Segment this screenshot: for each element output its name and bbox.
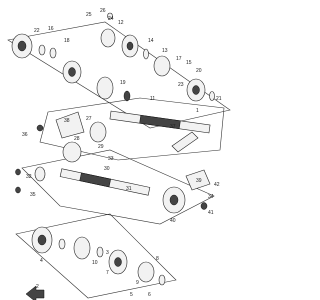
sprocket-retainer bbox=[185, 169, 211, 191]
gear-hub bbox=[68, 67, 76, 77]
gear-hub bbox=[114, 257, 122, 267]
gear-hub bbox=[37, 234, 47, 246]
callout-9: 9 bbox=[136, 280, 139, 286]
counter-shaft-assembly bbox=[15, 166, 211, 214]
callout-4: 4 bbox=[40, 258, 43, 264]
bottom-gear-cluster-frame bbox=[15, 213, 177, 299]
bearing bbox=[89, 121, 107, 143]
callout-5: 5 bbox=[130, 292, 133, 298]
nut bbox=[200, 202, 208, 210]
callout-36: 36 bbox=[22, 132, 28, 138]
callout-25: 25 bbox=[86, 12, 92, 18]
washer bbox=[158, 274, 166, 286]
callout-21: 21 bbox=[216, 96, 222, 102]
callout-18: 18 bbox=[64, 38, 70, 44]
gear bbox=[73, 236, 91, 260]
callout-8: 8 bbox=[156, 256, 159, 262]
callout-22: 22 bbox=[34, 28, 40, 34]
callout-35: 35 bbox=[30, 192, 36, 198]
callout-15: 15 bbox=[186, 60, 192, 66]
main-shaft-assembly bbox=[36, 110, 211, 163]
callout-31: 31 bbox=[126, 186, 132, 192]
callout-42: 42 bbox=[214, 182, 220, 188]
callout-1: 1 bbox=[196, 108, 199, 114]
callout-20: 20 bbox=[196, 68, 202, 74]
bolt bbox=[15, 168, 21, 176]
bolt bbox=[15, 186, 21, 194]
gear-hub bbox=[192, 85, 200, 95]
callout-24: 24 bbox=[108, 16, 114, 22]
callout-19: 19 bbox=[120, 80, 126, 86]
bolt bbox=[36, 124, 44, 132]
callout-34: 34 bbox=[208, 194, 214, 200]
gear-hub bbox=[126, 41, 134, 51]
shaft-spline bbox=[139, 114, 181, 130]
sprocket-hub bbox=[169, 194, 179, 206]
callout-23: 23 bbox=[178, 82, 184, 88]
callout-7: 7 bbox=[106, 270, 109, 276]
washer bbox=[58, 238, 66, 250]
callout-16: 16 bbox=[48, 26, 54, 32]
circlip bbox=[49, 47, 57, 59]
front-arrow-icon bbox=[25, 285, 45, 300]
callout-14: 14 bbox=[148, 38, 154, 44]
callout-37: 37 bbox=[170, 124, 176, 130]
callout-40: 40 bbox=[170, 218, 176, 224]
gear bbox=[137, 261, 155, 283]
gear bbox=[100, 28, 116, 48]
callout-41: 41 bbox=[208, 210, 214, 216]
callout-3: 3 bbox=[106, 250, 109, 256]
callout-6: 6 bbox=[148, 292, 151, 298]
shaft-spline bbox=[79, 172, 112, 188]
washer bbox=[143, 48, 149, 60]
bottom-gear-cluster bbox=[31, 226, 166, 286]
main-shaft-frame bbox=[39, 97, 225, 161]
callout-33: 33 bbox=[108, 156, 114, 162]
gear bbox=[96, 76, 114, 100]
oil-seal-plate bbox=[55, 111, 85, 139]
gear-hub bbox=[17, 40, 27, 52]
callout-29: 29 bbox=[98, 144, 104, 150]
callout-12: 12 bbox=[118, 20, 124, 26]
callout-27: 27 bbox=[86, 116, 92, 122]
callout-10: 10 bbox=[92, 260, 98, 266]
callout-11: 11 bbox=[150, 96, 155, 102]
washer bbox=[209, 91, 215, 101]
shift-lever bbox=[171, 131, 199, 153]
circlip bbox=[96, 246, 104, 258]
bushing bbox=[123, 90, 131, 102]
bearing bbox=[34, 166, 46, 182]
callout-28: 28 bbox=[74, 136, 80, 142]
bearing bbox=[62, 141, 82, 163]
callout-2: 2 bbox=[36, 284, 39, 290]
callout-30: 30 bbox=[104, 166, 110, 172]
pin bbox=[107, 12, 113, 20]
top-gear-cluster bbox=[11, 12, 215, 102]
counter-shaft-frame bbox=[21, 149, 215, 225]
callout-38: 38 bbox=[64, 118, 70, 124]
callout-26: 26 bbox=[100, 8, 106, 14]
callout-17: 17 bbox=[176, 56, 182, 62]
callout-39: 39 bbox=[196, 178, 202, 184]
callout-32: 32 bbox=[26, 174, 32, 180]
callout-13: 13 bbox=[162, 48, 168, 54]
gear bbox=[153, 55, 171, 77]
washer bbox=[38, 44, 46, 56]
